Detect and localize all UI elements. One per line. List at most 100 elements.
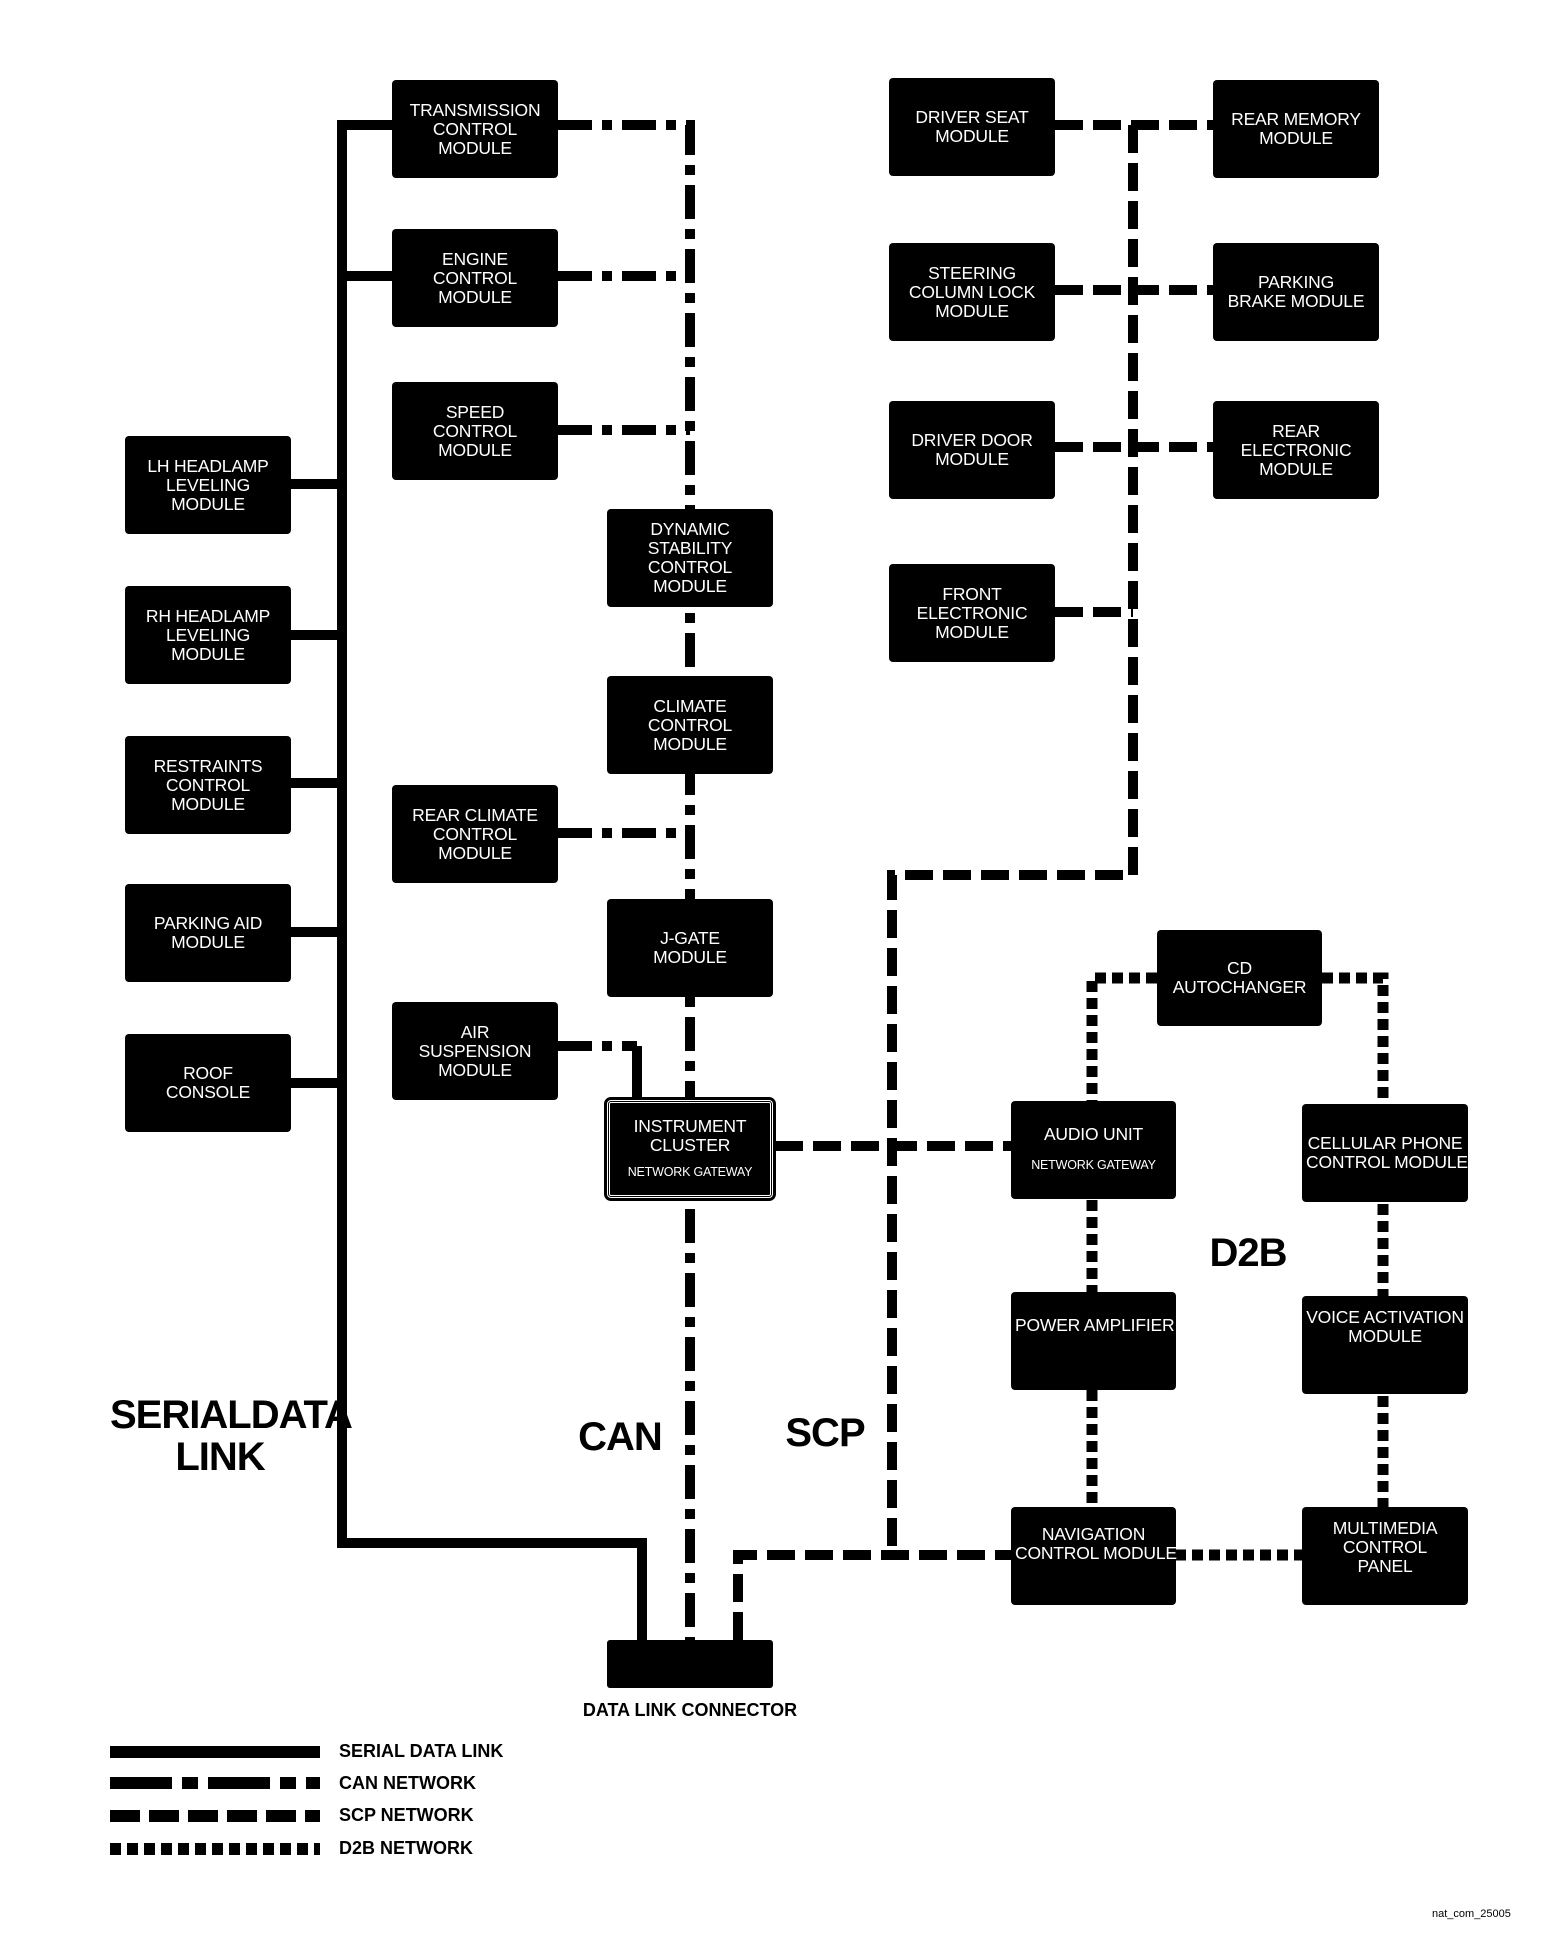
label-line: SUSPENSION xyxy=(418,1040,532,1061)
label-line: REAR CLIMATE xyxy=(412,804,538,825)
label-line: PARKING AID xyxy=(153,913,263,933)
label-line: AUTOCHANGER xyxy=(1172,977,1307,997)
label-line: CD xyxy=(1227,958,1252,978)
label-line: MODULE xyxy=(935,621,1009,642)
label-line: VOICE ACTIVATION xyxy=(1306,1307,1464,1327)
label-line: DRIVER DOOR xyxy=(911,430,1033,450)
label-line: CONTROL xyxy=(432,267,518,288)
label-line: DATA LINK xyxy=(175,1393,353,1479)
label-line: CONTROL xyxy=(165,774,251,795)
label-line: RH HEADLAMP xyxy=(145,605,271,626)
label-line: POWER AMPLIFIER xyxy=(1015,1315,1175,1335)
label-line: FRONT xyxy=(942,583,1002,604)
label-line: CONSOLE xyxy=(165,1082,251,1102)
label-line: MODULE xyxy=(438,286,512,307)
label-line: CONTROL MODULE xyxy=(1015,1543,1177,1563)
label-line: LEVELING xyxy=(166,474,250,495)
d2b-label: D2B xyxy=(1209,1231,1287,1275)
label-line: CONTROL xyxy=(432,118,518,139)
label-line: MODULE xyxy=(171,643,245,664)
label-line: CELLULAR PHONE xyxy=(1307,1133,1463,1153)
label-line: MODULE xyxy=(935,126,1009,146)
label-line: ELECTRONIC xyxy=(1240,439,1352,460)
label-line: MODULE xyxy=(1259,128,1333,148)
label-line: SPEED xyxy=(445,401,505,422)
label-line: MODULE xyxy=(653,733,727,754)
label-line: MODULE xyxy=(438,439,512,460)
label-line: ENGINE xyxy=(442,248,508,269)
label-line: AIR xyxy=(460,1021,490,1042)
label-line: MODULE xyxy=(438,137,512,158)
legend-scp-label: SCP NETWORK xyxy=(339,1805,474,1825)
label-line: MODULE xyxy=(1259,458,1333,479)
label-line: LEVELING xyxy=(166,624,250,645)
label-line: CONTROL xyxy=(647,557,733,577)
label-line: CONTROL MODULE xyxy=(1306,1152,1468,1172)
label-line: REAR xyxy=(1272,420,1320,441)
label-line: PANEL xyxy=(1357,1556,1413,1576)
legend-lines xyxy=(110,1746,320,1855)
label-line: CLIMATE xyxy=(653,695,727,716)
label-line: MODULE xyxy=(438,842,512,863)
can-network-wires xyxy=(558,120,695,1640)
scp-network-wires xyxy=(733,120,1213,1640)
label-line: INSTRUMENT xyxy=(633,1115,747,1136)
label-line: AUDIO UNIT xyxy=(1043,1124,1144,1144)
data-link-connector xyxy=(607,1640,773,1688)
label-line: CONTROL xyxy=(1342,1537,1428,1557)
audio-unit-network-gateway: AUDIO UNIT NETWORK GATEWAY xyxy=(1011,1101,1176,1199)
label-line: CLUSTER xyxy=(649,1134,731,1155)
label-line: MODULE xyxy=(1348,1326,1422,1346)
label-line: MODULE xyxy=(171,493,245,514)
label-line: MODULE xyxy=(935,300,1009,321)
label-line: CONTROL xyxy=(647,714,733,735)
label-line: DYNAMIC xyxy=(650,519,730,539)
legend-d2b-label: D2B NETWORK xyxy=(339,1838,473,1858)
d2b-network-wires xyxy=(1086,972,1389,1561)
label-line: ROOF xyxy=(183,1063,233,1083)
label-line: SERIAL xyxy=(110,1393,252,1437)
scp-label: SCP xyxy=(785,1411,865,1455)
label-line: LH HEADLAMP xyxy=(147,455,269,476)
legend-serial-label: SERIAL DATA LINK xyxy=(339,1741,504,1761)
label-line: DRIVER SEAT xyxy=(915,107,1029,127)
audio-unit-gateway-label: NETWORK GATEWAY xyxy=(1031,1158,1156,1172)
label-line: CONTROL xyxy=(432,420,518,441)
label-line: MODULE xyxy=(171,793,245,814)
audio-unit-label: AUDIO UNIT xyxy=(1015,1125,1172,1144)
label-line: MODULE xyxy=(438,1059,512,1080)
serial-data-link-wires xyxy=(291,120,647,1640)
legend-can-label: CAN NETWORK xyxy=(339,1773,476,1793)
label-line: J-GATE xyxy=(660,928,720,948)
figure-id: nat_com_25005 xyxy=(1432,1908,1511,1920)
label-line: MODULE xyxy=(935,449,1009,469)
label-line: REAR MEMORY xyxy=(1231,109,1361,129)
instrument-cluster-gateway-label: NETWORK GATEWAY xyxy=(627,1164,753,1179)
label-line: MODULE xyxy=(653,576,727,596)
label-line: STEERING xyxy=(928,262,1016,283)
